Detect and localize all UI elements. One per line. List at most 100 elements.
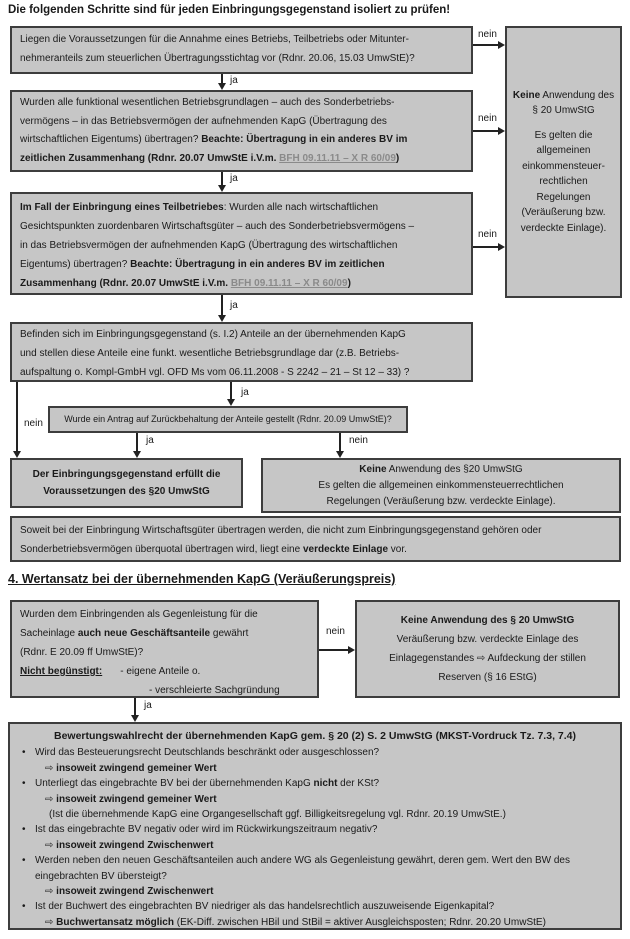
- step3-line5: Zusammenhang (Rdnr. 20.07 UmwStE i.V.m. …: [20, 274, 463, 293]
- bfh-ruling-link-2[interactable]: BFH 09.11.11 – X R 60/09: [230, 278, 348, 289]
- step4-line1: Befinden sich im Einbringungsgegenstand …: [20, 329, 406, 340]
- result-yes-line1: Der Einbringungsgegenstand erfüllt die: [32, 469, 221, 480]
- b4-result-bold: insoweit zwingend Zwischenwert: [56, 886, 214, 898]
- arrow-step1-sidebox: [473, 44, 498, 46]
- wahlrecht-title: Bewertungswahlrecht der übernehmenden Ka…: [53, 730, 576, 742]
- b1-result: ⇨ insoweit zwingend gemeiner Wert: [45, 761, 610, 776]
- sidebox-para2: Es gelten die allgemeinen einkommensteue…: [520, 129, 607, 234]
- result-arrow-icon: ⇨: [45, 839, 54, 851]
- page-title: Die folgenden Schritte sind für jeden Ei…: [8, 4, 451, 16]
- arrowhead-step5-resultyes: [133, 451, 141, 458]
- s4no-line1: Keine Anwendung des § 20 UmwStG: [363, 611, 612, 630]
- arrow-step5-resultyes: [136, 433, 138, 451]
- result-no-line1: Keine Anwendung des §20 UmwStG: [263, 462, 619, 478]
- label-nein-1: nein: [478, 29, 497, 40]
- section4-no-application-box: Keine Anwendung des § 20 UmwStG Veräußer…: [355, 600, 620, 698]
- s4no-line2: Veräußerung bzw. verdeckte Einlage des: [396, 634, 579, 645]
- s4no-line3: Einlagegenstandes ⇨ Aufdeckung der still…: [389, 653, 586, 664]
- arrow-step2-sidebox: [473, 130, 498, 132]
- arrowhead-step1-step2: [218, 83, 226, 90]
- bullet-dot: •: [22, 778, 26, 790]
- step2-line3-normal: wirtschaftlichen Eigentums) übertragen?: [20, 134, 202, 145]
- step3-line4-normal: Eigentums) übertragen?: [20, 259, 131, 270]
- s4no-line4: Reserven (§ 16 EStG): [438, 672, 537, 683]
- result-no-keine: Keine: [359, 463, 387, 475]
- label-nein-6: nein: [326, 626, 345, 637]
- step1-box: Liegen die Voraussetzungen für die Annah…: [10, 26, 473, 74]
- step3-line4-bold: Beachte: Übertragung in ein anderes BV i…: [130, 259, 385, 270]
- b2-result-bold: insoweit zwingend gemeiner Wert: [56, 793, 217, 805]
- label-nein-5: nein: [349, 435, 368, 446]
- b2-note: (Ist die übernehmende KapG eine Organges…: [49, 809, 506, 821]
- result-arrow-icon: ⇨: [45, 793, 54, 805]
- verdeckte-einlage-note-box: Soweit bei der Einbringung Wirtschaftsgü…: [10, 516, 621, 562]
- result-fulfilled-box: Der Einbringungsgegenstand erfüllt die V…: [10, 458, 243, 508]
- sidebox-rest: Anwendung des § 20 UmwStG: [532, 89, 615, 117]
- arrowhead-step5-resultno: [336, 451, 344, 458]
- step3-line2: Gesichtspunkten zuordenbaren Wirtschafts…: [20, 221, 415, 232]
- result-arrow-icon: ⇨: [45, 762, 54, 774]
- b5-result: ⇨ Buchwertansatz möglich (EK-Diff. zwisc…: [45, 915, 610, 930]
- arrow-step3-step4: [221, 295, 223, 315]
- step5-text: Wurde ein Antrag auf Zurückbehaltung der…: [64, 414, 392, 424]
- b2-q-pre: Unterliegt das eingebrachte BV bei der ü…: [35, 778, 314, 790]
- step2-line4-close: ): [395, 152, 400, 164]
- bullet-dot: •: [22, 747, 26, 759]
- b4-result: ⇨ insoweit zwingend Zwischenwert: [45, 884, 610, 899]
- section4-question-box: Wurden dem Einbringenden als Gegenleistu…: [10, 600, 319, 698]
- b3-question: Ist das eingebrachte BV negativ oder wir…: [35, 824, 378, 836]
- s4q-item2: - verschleierte Sachgründung: [149, 685, 280, 696]
- sidebox-line1: Keine Anwendung des § 20 UmwStG: [512, 88, 615, 119]
- b1-question: Wird das Besteuerungsrecht Deutschlands …: [35, 747, 380, 759]
- step3-line3: in das Betriebsvermögen der aufnehmenden…: [20, 240, 398, 251]
- step5-box: Wurde ein Antrag auf Zurückbehaltung der…: [48, 406, 408, 433]
- wahlrecht-bullet-1: • Wird das Besteuerungsrecht Deutschland…: [20, 745, 610, 776]
- step2-line3: wirtschaftlichen Eigentums) übertragen? …: [20, 131, 463, 150]
- no-application-sidebox: Keine Anwendung des § 20 UmwStG Es gelte…: [505, 26, 622, 298]
- step3-line4: Eigentums) übertragen? Beachte: Übertrag…: [20, 255, 463, 274]
- label-ja-6: ja: [144, 700, 152, 711]
- b3-result: ⇨ insoweit zwingend Zwischenwert: [45, 838, 610, 853]
- sidebox-keine: Keine: [512, 89, 541, 101]
- b2-question: Unterliegt das eingebrachte BV bei der ü…: [35, 776, 610, 791]
- s4q-line5: - verschleierte Sachgründung: [20, 681, 309, 700]
- arrowhead-step2-step3: [218, 185, 226, 192]
- arrow-s4q-s4no: [319, 649, 348, 651]
- arrow-s4q-wahlrecht: [134, 698, 136, 715]
- b2-result: ⇨ insoweit zwingend gemeiner Wert: [45, 792, 610, 807]
- s4q-line1: Wurden dem Einbringenden als Gegenleistu…: [20, 609, 258, 620]
- step2-line4-bold: zeitlichen Zusammenhang (Rdnr. 20.07 Umw…: [20, 152, 280, 164]
- note-line2-pre: Sonderbetriebsvermögen überquotal übertr…: [20, 544, 303, 555]
- note-line2-bold: verdeckte Einlage: [302, 544, 389, 555]
- label-ja-4: ja: [241, 387, 249, 398]
- arrowhead-step3-step4: [218, 315, 226, 322]
- b2-q-post: der KSt?: [337, 778, 380, 790]
- label-nein-2: nein: [478, 113, 497, 124]
- bullet-dot: •: [22, 855, 26, 867]
- b3-result-bold: insoweit zwingend Zwischenwert: [56, 839, 214, 851]
- arrow-step5-resultno: [339, 433, 341, 451]
- step3-line1-bold: Im Fall der Einbringung eines Teilbetrie…: [20, 202, 224, 213]
- arrowhead-step4-step5: [227, 399, 235, 406]
- b5-result-tail: (EK-Diff. zwischen HBil und StBil = akti…: [173, 916, 546, 928]
- arrow-step1-step2: [221, 74, 223, 84]
- arrowhead-step2-sidebox: [498, 127, 505, 135]
- bfh-ruling-link[interactable]: BFH 09.11.11 – X R 60/09: [279, 152, 396, 164]
- arrow-step3-sidebox: [473, 246, 498, 248]
- label-ja-1: ja: [230, 75, 238, 86]
- step2-line1: Wurden alle funktional wesentlichen Betr…: [20, 97, 395, 108]
- wahlrecht-bullet-5: • Ist der Buchwert des eingebrachten BV …: [20, 899, 610, 930]
- b1-result-bold: insoweit zwingend gemeiner Wert: [56, 762, 217, 774]
- result-arrow-icon: ⇨: [45, 916, 54, 928]
- step3-line1-normal: : Wurden alle nach wirtschaftlichen: [223, 202, 379, 213]
- wahlrecht-bullet-2: • Unterliegt das eingebrachte BV bei der…: [20, 776, 610, 822]
- wahlrecht-bullet-3: • Ist das eingebrachte BV negativ oder w…: [20, 822, 610, 853]
- step3-box: Im Fall der Einbringung eines Teilbetrie…: [10, 192, 473, 295]
- step1-line2: nehmeranteils zum steuerlichen Übertragu…: [20, 53, 415, 64]
- step4-line3: aufspaltung o. Kompl-GmbH vgl. OFD Ms vo…: [20, 367, 410, 378]
- bewertungswahlrecht-box: Bewertungswahlrecht der übernehmenden Ka…: [8, 722, 622, 930]
- wahlrecht-bullet-4: • Werden neben den neuen Geschäftsanteil…: [20, 853, 610, 899]
- b5-question: Ist der Buchwert des eingebrachten BV ni…: [35, 901, 495, 913]
- s4q-line2: Sacheinlage auch neue Geschäftsanteile g…: [20, 624, 309, 643]
